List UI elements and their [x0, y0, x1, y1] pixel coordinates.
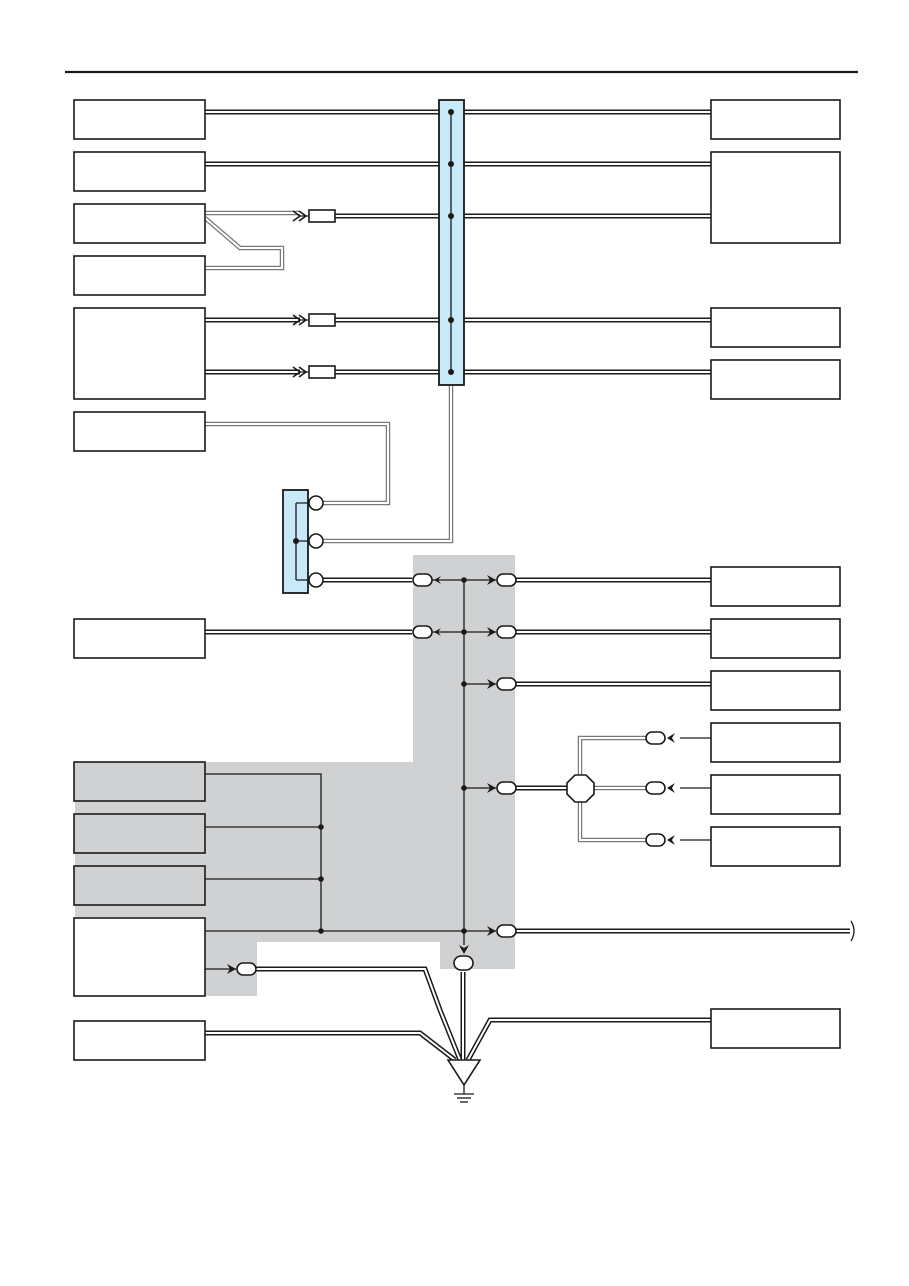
component-r4 — [710, 359, 841, 400]
component-l12 — [73, 1020, 206, 1061]
j2-port-2 — [308, 533, 324, 549]
component-r5 — [710, 566, 841, 607]
wire-ground-r11 — [465, 1017, 711, 1062]
octagon-splice-icon — [566, 774, 595, 803]
component-l11 — [73, 917, 206, 997]
ground-icon — [446, 1059, 482, 1103]
component-r3 — [710, 307, 841, 348]
component-r11 — [710, 1008, 841, 1049]
left-components — [73, 99, 206, 1061]
component-l9 — [73, 813, 206, 854]
component-l1 — [73, 99, 206, 140]
wire-j1-j2 — [316, 385, 454, 544]
component-r10 — [710, 826, 841, 867]
right-components — [710, 99, 841, 1049]
component-l7 — [73, 618, 206, 659]
component-l4 — [73, 255, 206, 296]
wire-ground-l12 — [205, 1030, 457, 1062]
j2-port-3 — [308, 572, 324, 588]
component-l2 — [73, 151, 206, 192]
component-l10 — [73, 865, 206, 906]
component-l3 — [73, 203, 206, 244]
component-l6 — [73, 411, 206, 452]
component-r9 — [710, 774, 841, 815]
component-r8 — [710, 722, 841, 763]
component-r6 — [710, 618, 841, 659]
wires — [203, 109, 850, 1062]
component-r1 — [710, 99, 841, 140]
oval-connectors — [227, 573, 675, 976]
component-l8 — [73, 761, 206, 802]
component-r2 — [710, 151, 841, 244]
j2-port-1 — [308, 495, 324, 511]
inline-connectors-top — [292, 209, 336, 379]
junction-j1-dots — [448, 109, 454, 375]
shaded-junction-dots — [318, 577, 467, 934]
wire-break-icon — [850, 920, 855, 942]
component-l5 — [73, 307, 206, 400]
component-r7 — [710, 670, 841, 711]
